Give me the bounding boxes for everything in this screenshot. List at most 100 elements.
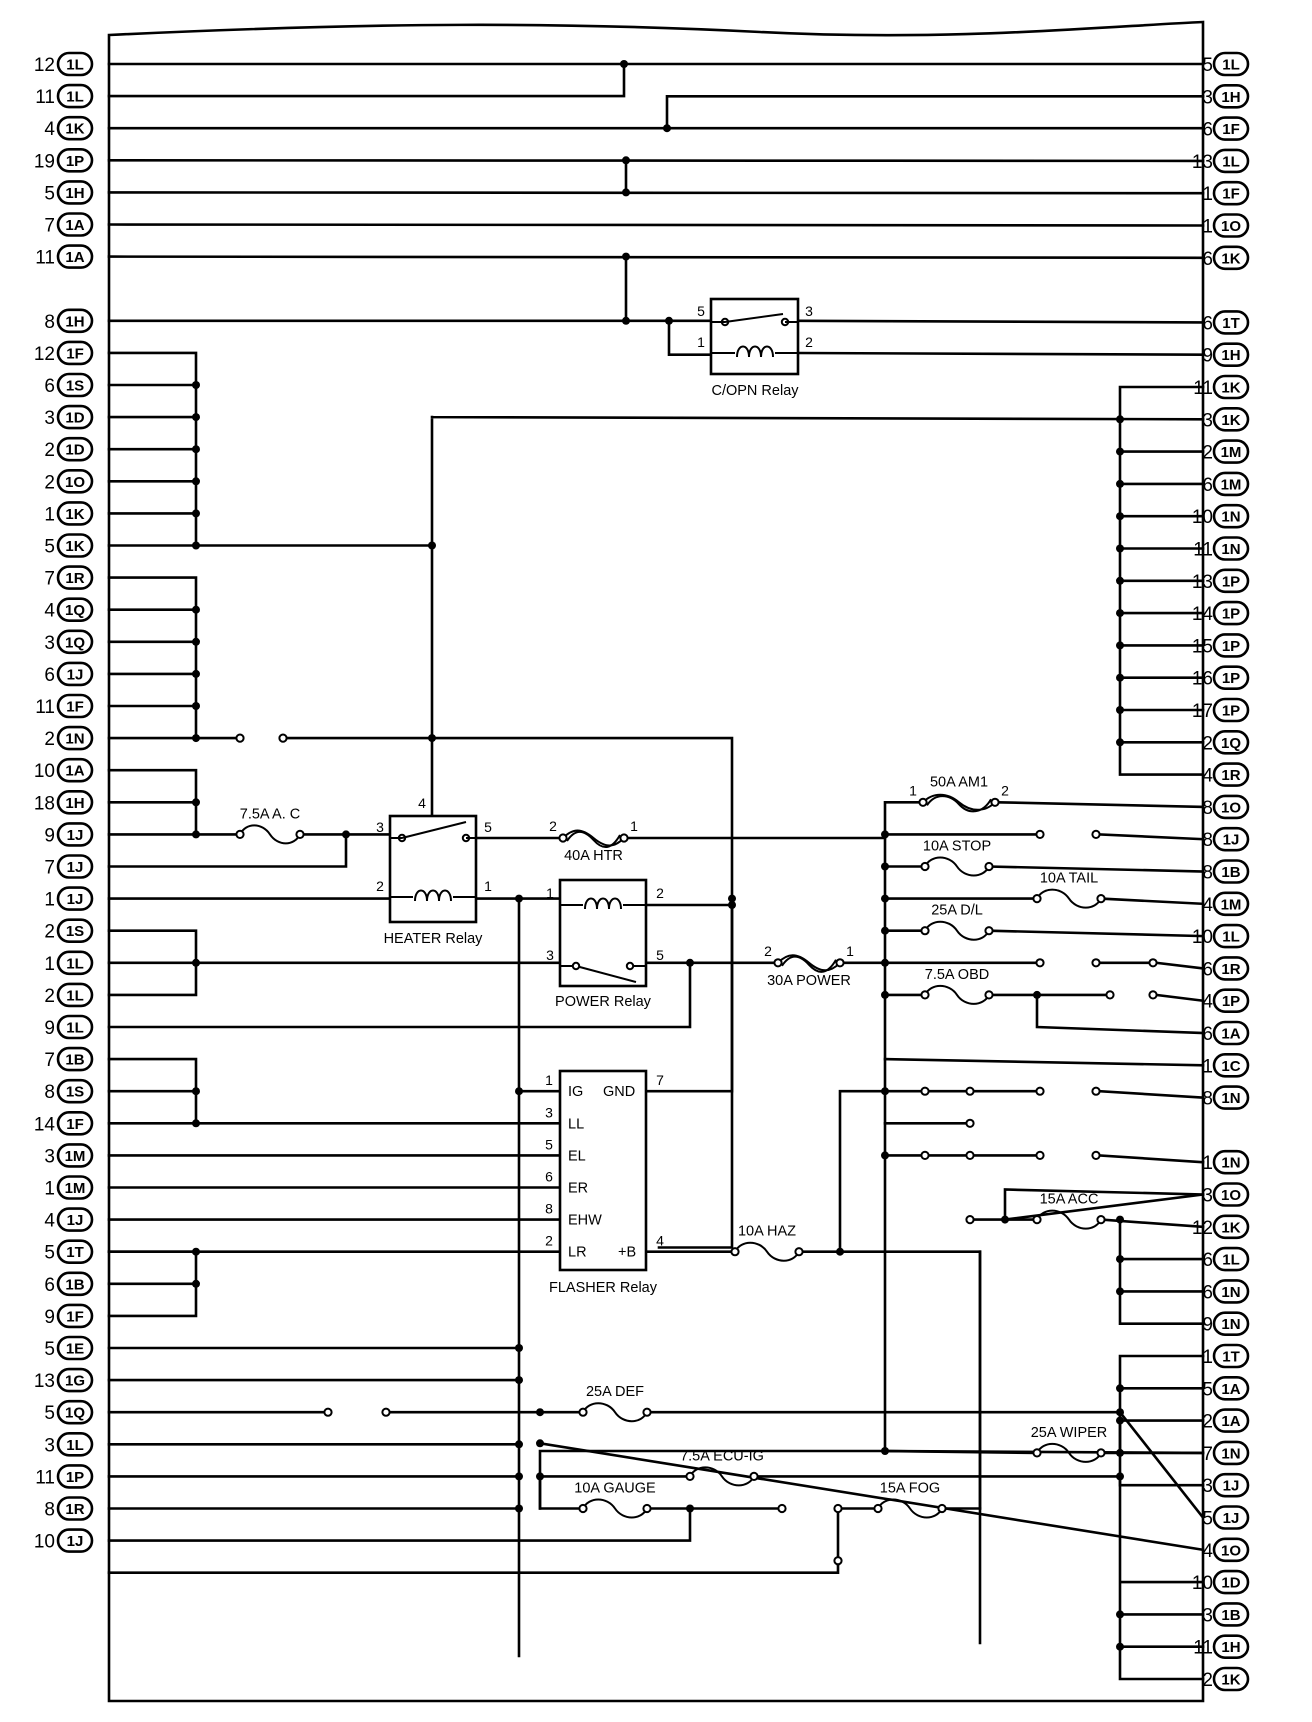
junction-dot [1116, 738, 1124, 747]
wires [107, 62, 1205, 1681]
connector-code: 1H [1221, 89, 1240, 106]
connector-code: 1H [65, 313, 84, 330]
junction-dot [192, 1279, 200, 1288]
relay-contact [625, 961, 635, 971]
junction-dot [622, 316, 630, 325]
connector-oval [56, 822, 94, 847]
junction-dot [192, 637, 200, 646]
connector-code: 1T [1222, 1349, 1240, 1366]
pin-number: 2 [1202, 443, 1213, 464]
connector-oval [56, 1175, 94, 1200]
wire [1097, 1154, 1205, 1164]
connector-oval [56, 1367, 94, 1393]
fuse-terminal [984, 990, 994, 1000]
connector-oval [1212, 1472, 1250, 1498]
pin-number: 4 [1202, 992, 1213, 1013]
fuse-element [924, 856, 990, 877]
junction-dot [1116, 1610, 1124, 1619]
open-terminal [1105, 990, 1115, 1000]
connector-oval [1212, 1053, 1250, 1078]
connector-code: 1D [1221, 1575, 1240, 1592]
relay-pin: 3 [376, 819, 384, 835]
connector-code: 1T [1222, 315, 1240, 332]
open-terminal [1148, 990, 1158, 1000]
junction-dot [192, 702, 200, 710]
connector-code: 1H [65, 795, 84, 812]
pin-number: 8 [1202, 1089, 1213, 1110]
junction-dot [881, 990, 889, 999]
connector-oval [1212, 116, 1250, 141]
connector-code: 1J [67, 891, 84, 908]
pin-number: 9 [1202, 1315, 1213, 1336]
pin-number: 5 [1202, 55, 1213, 76]
connector-oval [1212, 697, 1250, 723]
connector-oval [56, 886, 94, 911]
fuse-terminal [984, 861, 994, 872]
connector-code: 1O [65, 474, 85, 491]
connector-oval [56, 629, 94, 655]
link-terminal [835, 958, 845, 968]
connector-oval [56, 1143, 94, 1168]
pin-number: 15 [1192, 636, 1213, 657]
connector-code: 1L [66, 987, 84, 1004]
connector-oval [1212, 665, 1250, 691]
junction-dot [1116, 1255, 1124, 1264]
connector-oval [1212, 1376, 1250, 1401]
link-element [777, 954, 841, 972]
wire [644, 903, 734, 1093]
connector-oval [1212, 342, 1250, 368]
relay-pin: 2 [545, 1233, 553, 1249]
pin-number: 9 [44, 1018, 55, 1039]
connector-code: 1F [66, 1116, 84, 1133]
junction-dot [515, 894, 523, 903]
fusible-link-htr [558, 829, 629, 848]
connector-oval [56, 1239, 94, 1264]
relay-label: POWER Relay [555, 994, 652, 1010]
connector-code: 1K [1221, 412, 1240, 429]
pin-number: 1 [1202, 184, 1213, 205]
fuse-label-am1: 50A AM1 [930, 774, 988, 790]
pin-number: 6 [1202, 1250, 1213, 1271]
junction-dot [515, 1344, 523, 1352]
relay-label: HEATER Relay [384, 931, 484, 947]
junction-dot [192, 445, 200, 454]
wire [1118, 1218, 1205, 1325]
connector-code: 1K [65, 121, 84, 138]
junction-dot [515, 1472, 523, 1481]
flasher-terminal-el: EL [568, 1148, 586, 1164]
pin-number: 1 [1202, 1347, 1213, 1368]
wire [883, 929, 1205, 938]
pin-number: 1 [1202, 1153, 1213, 1174]
pin-number: 2 [1202, 1670, 1213, 1691]
open-terminal [1091, 958, 1101, 968]
connector-oval [56, 115, 94, 141]
connector-code: 1P [66, 1469, 84, 1486]
junction-dot [192, 798, 200, 807]
pin-number: 1 [1202, 1056, 1213, 1077]
pin-number: 6 [1202, 1282, 1213, 1303]
junction-dot [192, 830, 200, 839]
relay-pin: 3 [805, 303, 813, 319]
fuse-terminal [1096, 1448, 1106, 1458]
wire [1097, 1089, 1205, 1099]
connector-code: 1K [1221, 1219, 1240, 1236]
connector-oval [1212, 1440, 1250, 1466]
pin-12-1K: 12 1K [1192, 1214, 1250, 1240]
pin-number: 6 [44, 665, 55, 686]
pin-number: 10 [34, 1532, 55, 1553]
relay-pin: 5 [484, 819, 492, 835]
pin-number: 12 [1192, 1218, 1213, 1239]
connector-code: 1Q [65, 602, 85, 619]
junction-dot [881, 894, 889, 903]
junction-dot [1116, 706, 1124, 714]
fuse-element [877, 1498, 943, 1519]
